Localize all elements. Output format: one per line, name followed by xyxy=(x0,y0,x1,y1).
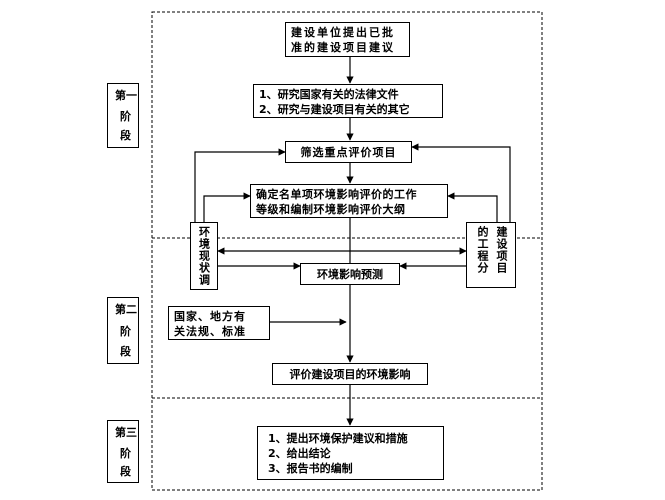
node-laws-study: 1、研究国家有关的法律文件 2、研究与建设项目有关的其它 xyxy=(253,84,443,118)
conclusions-line-1: 1、提出环境保护建议和措施 xyxy=(268,432,408,445)
stage-3-char-1: 第 xyxy=(115,426,126,439)
conclusions-line-3: 3、报告书的编制 xyxy=(268,462,353,475)
node-grade-outline: 确定名单项环境影响评价的工作 等级和编制环境影响评价大纲 xyxy=(250,184,448,218)
screening-label: 筛选重点评价项目 xyxy=(300,145,397,159)
stage-1-char-4: 段 xyxy=(120,129,131,142)
grade-outline-line-1: 确定名单项环境影响评价的工作 xyxy=(256,188,417,201)
laws-study-line-1: 1、研究国家有关的法律文件 xyxy=(259,88,399,101)
impact-evaluation-label: 评价建设项目的环境影响 xyxy=(289,367,411,381)
stage-1-char-2: 一 xyxy=(126,89,137,102)
stage-2-char-3: 阶 xyxy=(120,325,131,338)
stage-1-char-1: 第 xyxy=(115,89,126,102)
node-screening: 筛选重点评价项目 xyxy=(285,141,412,163)
node-impact-evaluation: 评价建设项目的环境影响 xyxy=(272,363,428,385)
conclusions-line-2: 2、给出结论 xyxy=(268,447,331,460)
proposal-line-2: 准的建设项目建议 xyxy=(291,41,395,54)
national-laws-line-1: 国家、地方有 xyxy=(174,310,246,323)
node-status-survey: 环境现状调 xyxy=(190,222,218,290)
stage-3-char-4: 段 xyxy=(120,465,131,478)
proposal-line-1: 建设单位提出已批 xyxy=(291,26,395,39)
stage-label-2: 第 二 阶 段 xyxy=(107,297,139,364)
stage-1-char-3: 阶 xyxy=(120,110,131,123)
loop-right-inner xyxy=(447,192,498,222)
node-project-proposal: 建设单位提出已批 准的建设项目建议 xyxy=(285,22,410,57)
status-survey-label: 环境现状调 xyxy=(197,226,211,286)
stage-2-char-1: 第 xyxy=(115,303,126,316)
loop-left-inner xyxy=(203,192,251,222)
outer-dashed-frame xyxy=(151,11,543,491)
engineering-analysis-col-2: 的工程分 xyxy=(476,226,489,274)
stage-2-char-2: 二 xyxy=(126,303,137,316)
node-engineering-analysis: 的工程分 建设项目 xyxy=(466,222,516,288)
stage-3-char-3: 阶 xyxy=(120,447,131,460)
stage-label-3: 第 三 阶 段 xyxy=(107,420,139,483)
node-national-laws: 国家、地方有 关法规、标准 xyxy=(168,306,270,340)
impact-prediction-label: 环境影响预测 xyxy=(317,267,383,281)
node-impact-prediction: 环境影响预测 xyxy=(300,263,400,285)
loop-left-outer xyxy=(194,148,286,228)
engineering-analysis-col-1: 建设项目 xyxy=(495,226,508,274)
stage-3-char-2: 三 xyxy=(126,426,137,439)
loop-right-outer xyxy=(411,143,511,222)
national-laws-line-2: 关法规、标准 xyxy=(174,325,246,338)
stage-2-char-4: 段 xyxy=(120,345,131,358)
laws-study-line-2: 2、研究与建设项目有关的其它 xyxy=(259,103,410,116)
stage-label-1: 第 一 阶 段 xyxy=(107,83,139,148)
node-conclusions: 1、提出环境保护建议和措施 2、给出结论 3、报告书的编制 xyxy=(257,426,444,480)
grade-outline-line-2: 等级和编制环境影响评价大纲 xyxy=(256,203,406,216)
